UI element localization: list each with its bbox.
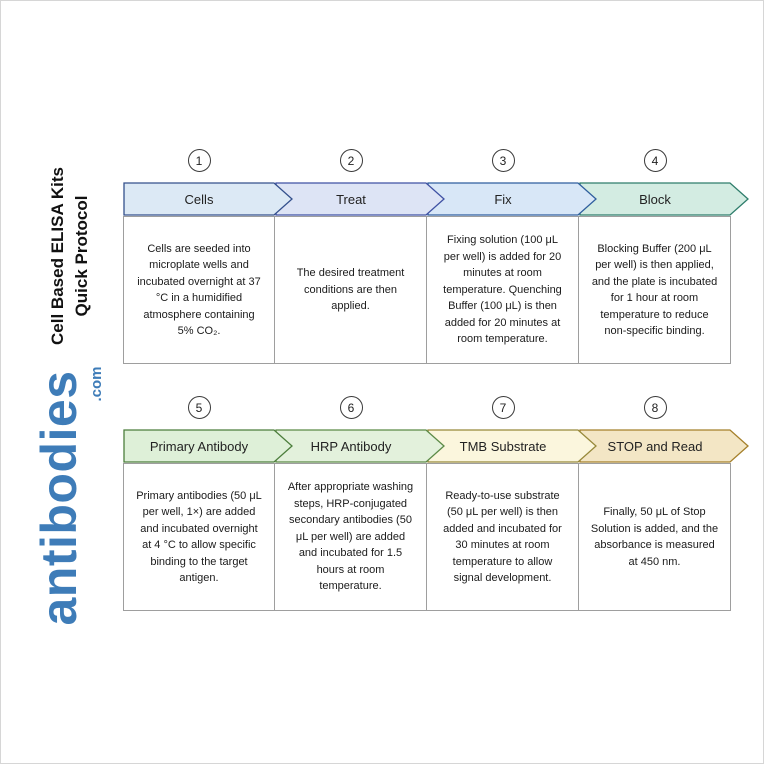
step-number-badge: 5 xyxy=(187,396,211,419)
step-description-text: After appropriate washing steps, HRP-con… xyxy=(287,481,414,593)
brand-logo: antibodies xyxy=(29,367,89,629)
step-number-badge: 3 xyxy=(491,149,515,172)
step-description-text: Cells are seeded into microplate wells a… xyxy=(137,242,261,338)
step-arrow-banner: HRP Antibody xyxy=(275,429,445,463)
step: 2 Treat The desired treatment conditions… xyxy=(274,149,445,364)
step-description-text: Primary antibodies (50 μL per well, 1×) … xyxy=(136,489,262,585)
step-number: 8 xyxy=(651,400,659,415)
step-number: 2 xyxy=(347,153,355,168)
protocol-title-line2: Quick Protocol xyxy=(72,195,91,317)
step-description: Cells are seeded into microplate wells a… xyxy=(123,216,275,364)
brand-logo-suffix: .com xyxy=(87,366,105,402)
step-description: Primary antibodies (50 μL per well, 1×) … xyxy=(123,463,275,611)
step-label: Block xyxy=(639,191,671,207)
step-number-badge: 8 xyxy=(643,396,667,419)
step-label: STOP and Read xyxy=(607,438,703,454)
step-arrow-banner: Cells xyxy=(123,182,293,216)
step-description: The desired treatment conditions are the… xyxy=(274,216,427,364)
step-row-2: 5 Primary Antibody Primary antibodies (5… xyxy=(123,396,749,611)
protocol-title: Cell Based ELISA Kits Quick Protocol xyxy=(46,146,94,366)
step-number: 5 xyxy=(195,400,203,415)
step-number-badge: 6 xyxy=(339,396,363,419)
step-number: 3 xyxy=(499,153,507,168)
step-number-badge: 2 xyxy=(339,149,363,172)
step-number-badge: 1 xyxy=(187,149,211,172)
step: 1 Cells Cells are seeded into microplate… xyxy=(123,149,293,364)
step-label: Primary Antibody xyxy=(149,438,249,454)
step-description: Fixing solution (100 μL per well) is add… xyxy=(426,216,579,364)
step-number: 4 xyxy=(651,153,659,168)
step-description: Blocking Buffer (200 μL per well) is the… xyxy=(578,216,731,364)
step-arrow-banner: Treat xyxy=(275,182,445,216)
step-arrow-banner: Block xyxy=(579,182,749,216)
step: 3 Fix Fixing solution (100 μL per well) … xyxy=(426,149,597,364)
step-number-badge: 4 xyxy=(643,149,667,172)
step-description-text: Blocking Buffer (200 μL per well) is the… xyxy=(591,242,718,338)
step-arrow-banner: STOP and Read xyxy=(579,429,749,463)
step-label: HRP Antibody xyxy=(310,438,392,454)
step-label: Treat xyxy=(336,191,366,207)
step: 5 Primary Antibody Primary antibodies (5… xyxy=(123,396,293,611)
step-label: TMB Substrate xyxy=(459,438,547,454)
step-row-1: 1 Cells Cells are seeded into microplate… xyxy=(123,149,749,364)
arrow-shape-icon xyxy=(123,182,293,216)
step-description-text: The desired treatment conditions are the… xyxy=(296,267,405,313)
step-description-text: Fixing solution (100 μL per well) is add… xyxy=(443,234,562,346)
step-description: Finally, 50 μL of Stop Solution is added… xyxy=(578,463,731,611)
step-number: 7 xyxy=(499,400,507,415)
step-arrow-banner: Fix xyxy=(427,182,597,216)
arrow-shape-icon xyxy=(123,429,293,463)
protocol-title-line1: Cell Based ELISA Kits xyxy=(48,167,68,345)
step-label: Fix xyxy=(494,191,512,207)
step-arrow-banner: Primary Antibody xyxy=(123,429,293,463)
step-number: 6 xyxy=(347,400,355,415)
step-description-text: Ready-to-use substrate (50 μL per well) … xyxy=(443,489,562,585)
step: 6 HRP Antibody After appropriate washing… xyxy=(274,396,445,611)
step-label: Cells xyxy=(184,191,214,207)
step-description: After appropriate washing steps, HRP-con… xyxy=(274,463,427,611)
step: 7 TMB Substrate Ready-to-use substrate (… xyxy=(426,396,597,611)
step: 4 Block Blocking Buffer (200 μL per well… xyxy=(578,149,749,364)
step-number-badge: 7 xyxy=(491,396,515,419)
step-number: 1 xyxy=(195,153,203,168)
step-arrow-banner: TMB Substrate xyxy=(427,429,597,463)
step: 8 STOP and Read Finally, 50 μL of Stop S… xyxy=(578,396,749,611)
brand-logo-text: antibodies xyxy=(31,370,87,626)
step-description-text: Finally, 50 μL of Stop Solution is added… xyxy=(590,506,719,568)
step-description: Ready-to-use substrate (50 μL per well) … xyxy=(426,463,579,611)
